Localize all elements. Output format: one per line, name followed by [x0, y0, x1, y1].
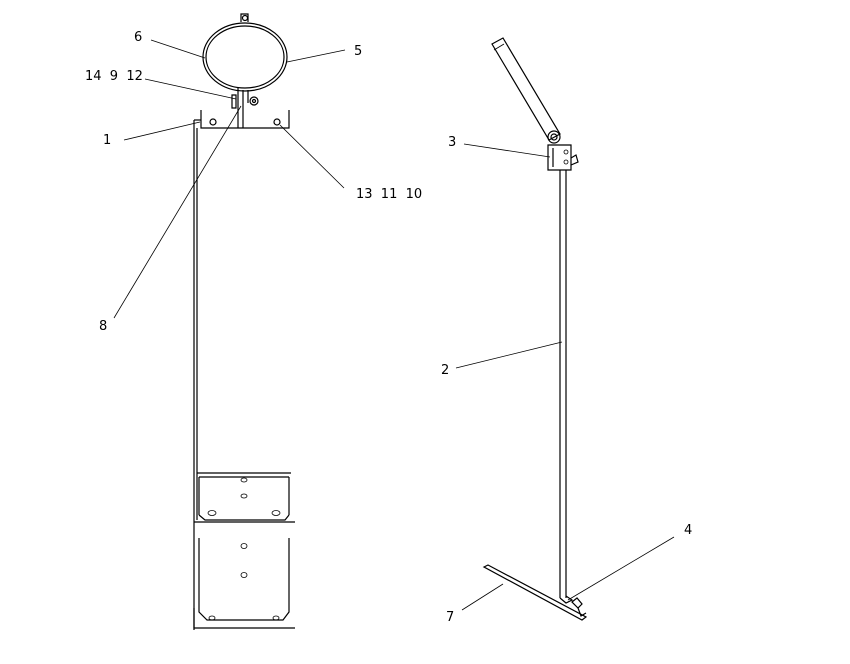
leader-lines-left [113, 39, 346, 319]
pivot-clamp [547, 130, 579, 171]
top-plate [194, 103, 290, 129]
callout-labels: 6 5 14 9 12 1 13 11 10 8 3 2 4 7 [85, 30, 692, 625]
angled-arm [491, 37, 561, 141]
channel-upright [193, 120, 198, 630]
leader-lines-right [455, 143, 675, 611]
lower-bracket-lower [193, 538, 295, 629]
callout-14-9-12: 14 9 12 [85, 69, 143, 84]
callout-6: 6 [134, 30, 142, 45]
callout-13-11-10: 13 11 10 [356, 187, 422, 202]
callout-4: 4 [684, 523, 692, 538]
callout-8: 8 [99, 319, 107, 334]
vertical-post [559, 170, 567, 598]
callout-1: 1 [103, 133, 111, 148]
base-foot [482, 564, 588, 621]
ring-clamp [202, 13, 288, 109]
left-assembly [113, 13, 346, 630]
callout-3: 3 [448, 135, 456, 150]
right-assembly [455, 37, 675, 621]
callout-5: 5 [354, 44, 362, 59]
lower-bracket-upper [194, 472, 295, 523]
callout-2: 2 [441, 363, 449, 378]
callout-7: 7 [446, 610, 454, 625]
